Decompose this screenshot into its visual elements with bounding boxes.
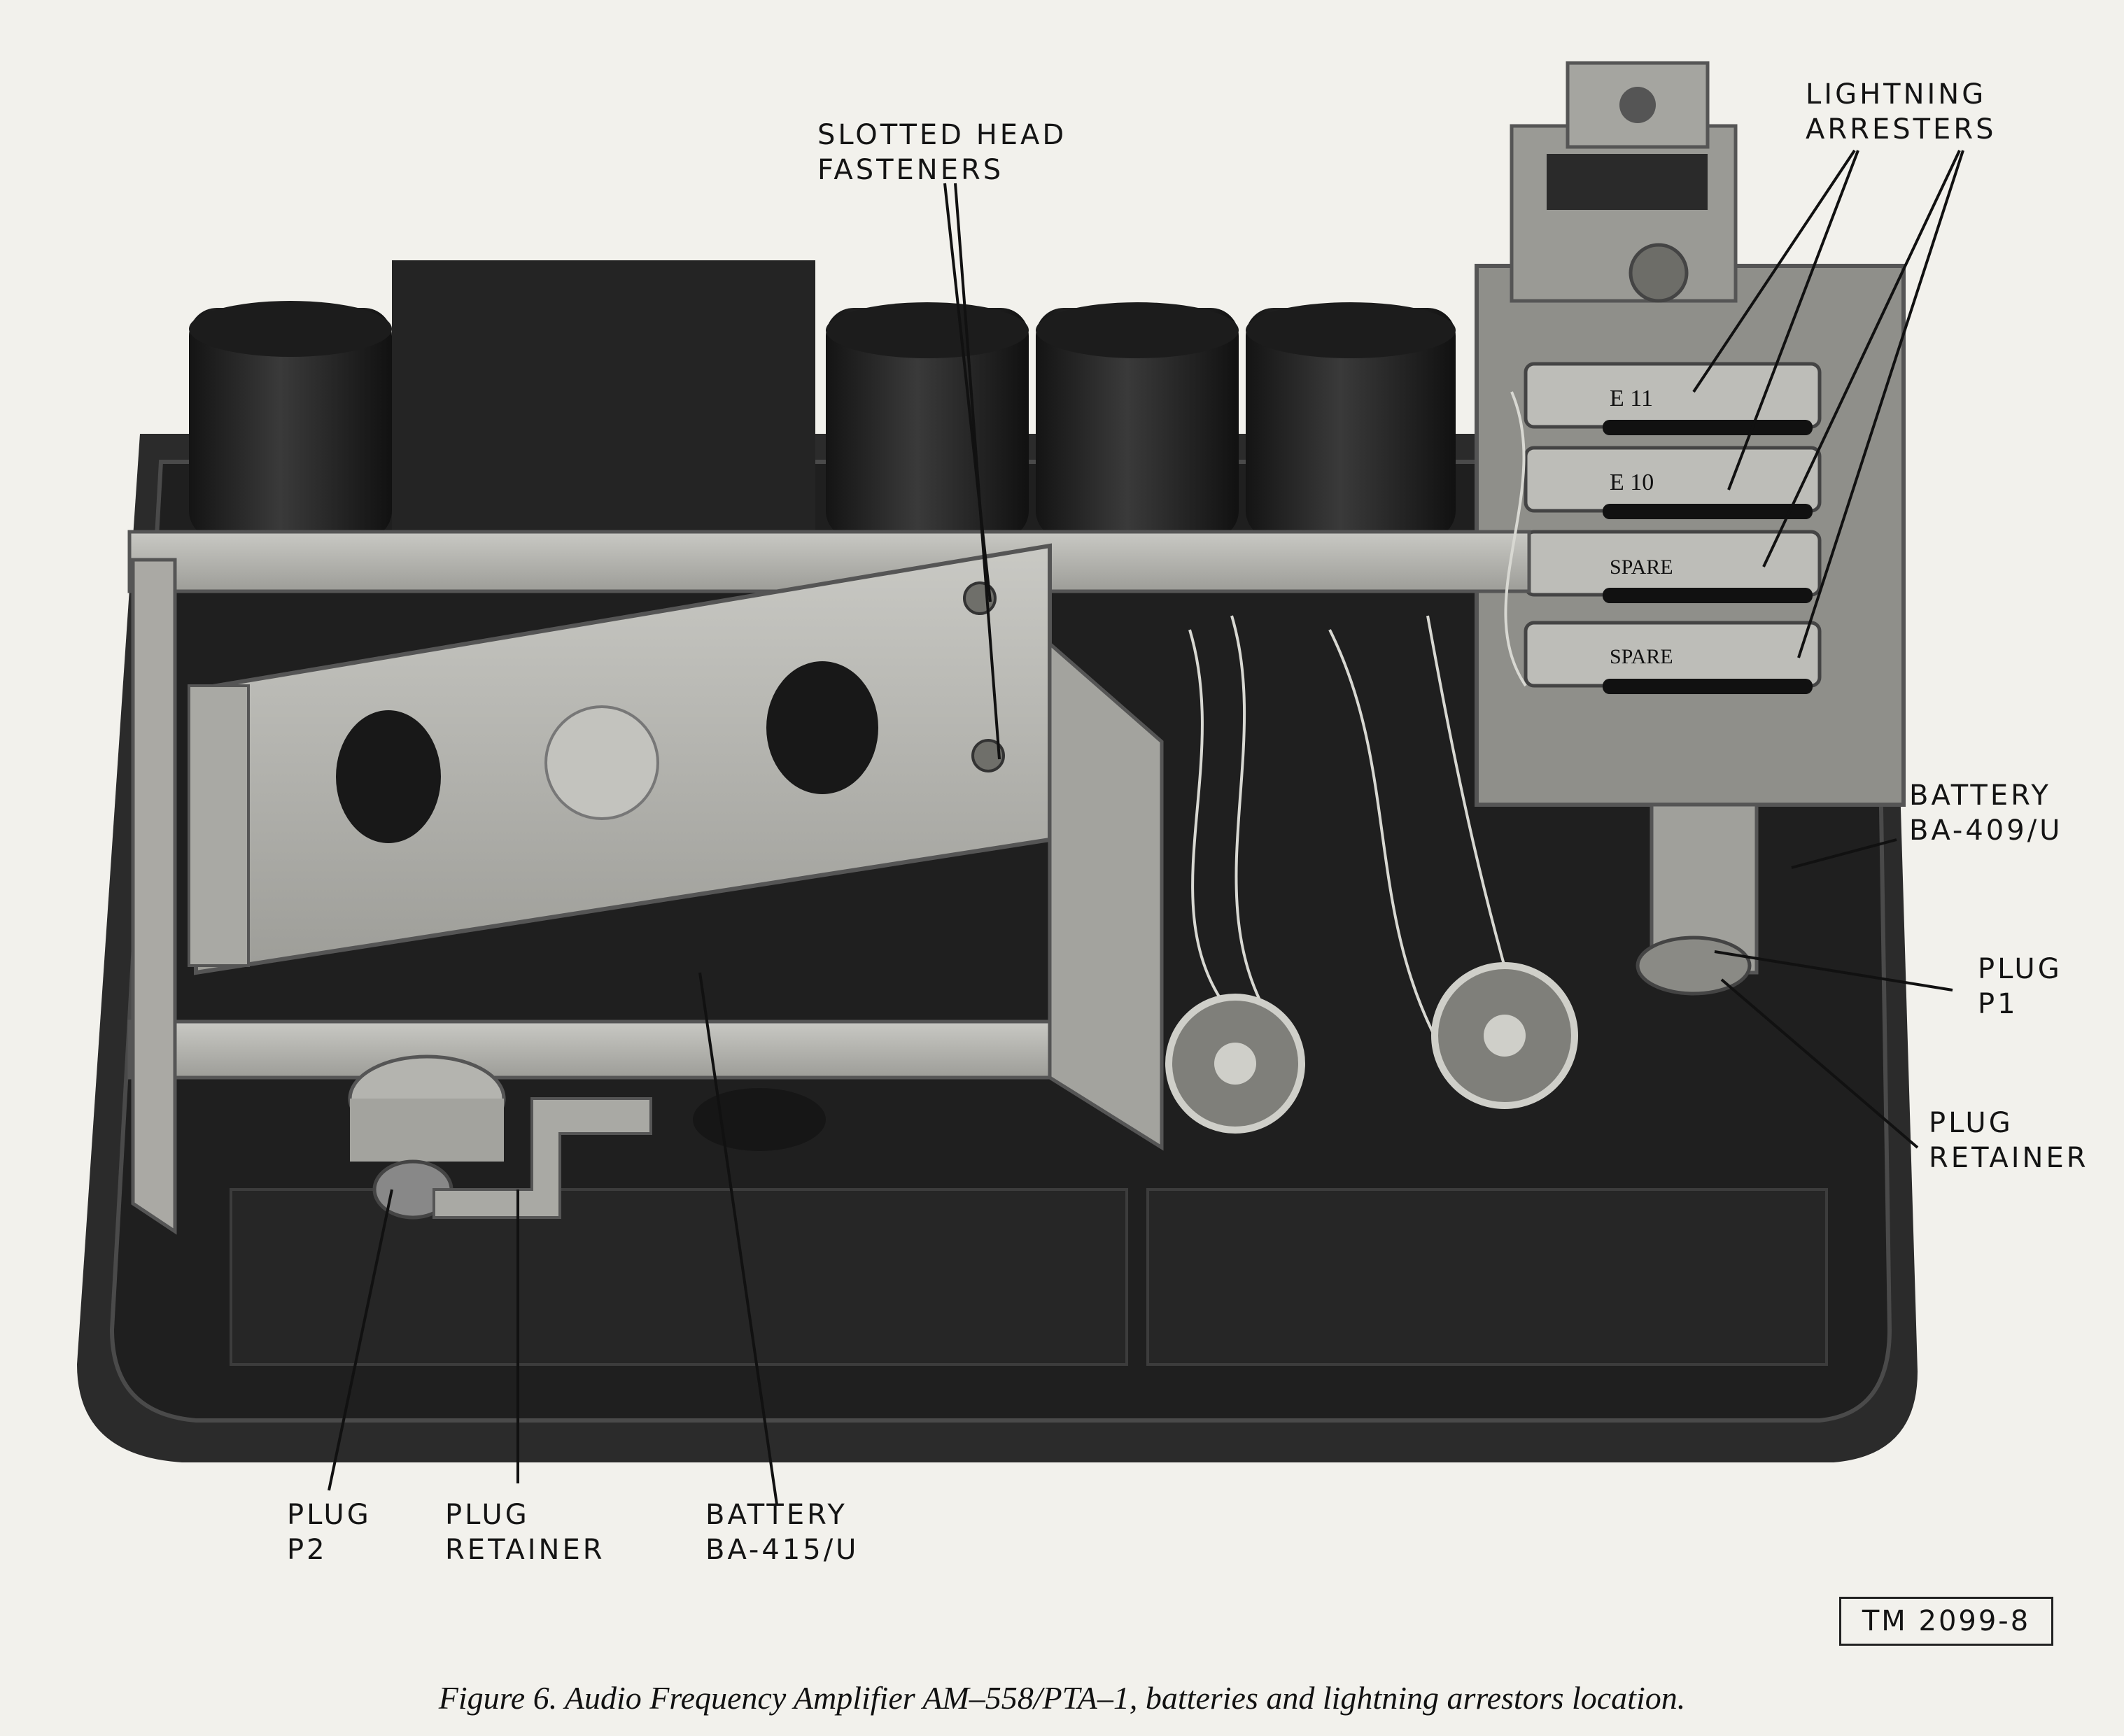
figure-caption: Figure 6. Audio Frequency Amplifier AM–5… [438,1680,1686,1716]
callout-line: PLUG [287,1499,372,1531]
plug-p1 [1636,803,1759,996]
rotary-switch [1431,962,1578,1109]
arrester-tag: E 11 [1610,386,1653,411]
arrester-tag: E 10 [1610,470,1654,495]
callout-lightning-arresters: LIGHTNING ARRESTERS [1806,77,1997,147]
callout-line: RETAINER [445,1534,605,1566]
callout-line: P2 [287,1534,328,1566]
callout-line: PLUG [1978,953,2062,985]
callout-line: BA-415/U [705,1534,859,1566]
leader-lines [328,149,1964,1505]
callout-plug-p2: PLUG P2 [287,1497,372,1567]
callout-battery-ba415u: BATTERY BA-415/U [705,1497,859,1567]
lightning-arrester: E 11 [1524,362,1822,435]
callout-line: ARRESTERS [1806,113,1997,146]
lightning-arrester-bank: E 11 E 10 SPARE SPARE [1524,362,1822,694]
callout-plug-retainer-left: PLUG RETAINER [445,1497,605,1567]
callout-battery-ba409u: BATTERY BA-409/U [1909,778,2062,848]
callout-line: RETAINER [1929,1142,2089,1174]
callout-line: FASTENERS [817,154,1004,186]
plug-p2 [348,1054,506,1220]
callout-line: LIGHTNING [1806,78,1987,111]
battery-cans [189,260,1456,540]
arrester-tag: SPARE [1610,645,1673,668]
callout-line: BATTERY [1909,779,2051,812]
arrester-tag: SPARE [1610,556,1673,579]
mounting-bracket [127,530,1531,1235]
rotary-switch [1165,994,1305,1134]
lightning-arrester: SPARE [1524,530,1822,603]
callout-line: BA-409/U [1909,814,2063,847]
callout-plug-p1: PLUG P1 [1978,952,2062,1022]
lightning-arrester: SPARE [1524,621,1822,694]
callout-slotted-head-fasteners: SLOTTED HEAD FASTENERS [817,118,1067,188]
callout-line: BATTERY [705,1499,848,1531]
callout-line: P1 [1978,988,2018,1020]
callout-line: PLUG [1929,1107,2013,1139]
callout-line: SLOTTED HEAD [817,119,1067,151]
plug-retainer [432,1097,652,1219]
lightning-arrester: E 10 [1524,446,1822,519]
figure-reference: TM 2099-8 [1839,1597,2053,1646]
callout-plug-retainer-right: PLUG RETAINER [1929,1106,2089,1176]
callout-line: PLUG [445,1499,530,1531]
